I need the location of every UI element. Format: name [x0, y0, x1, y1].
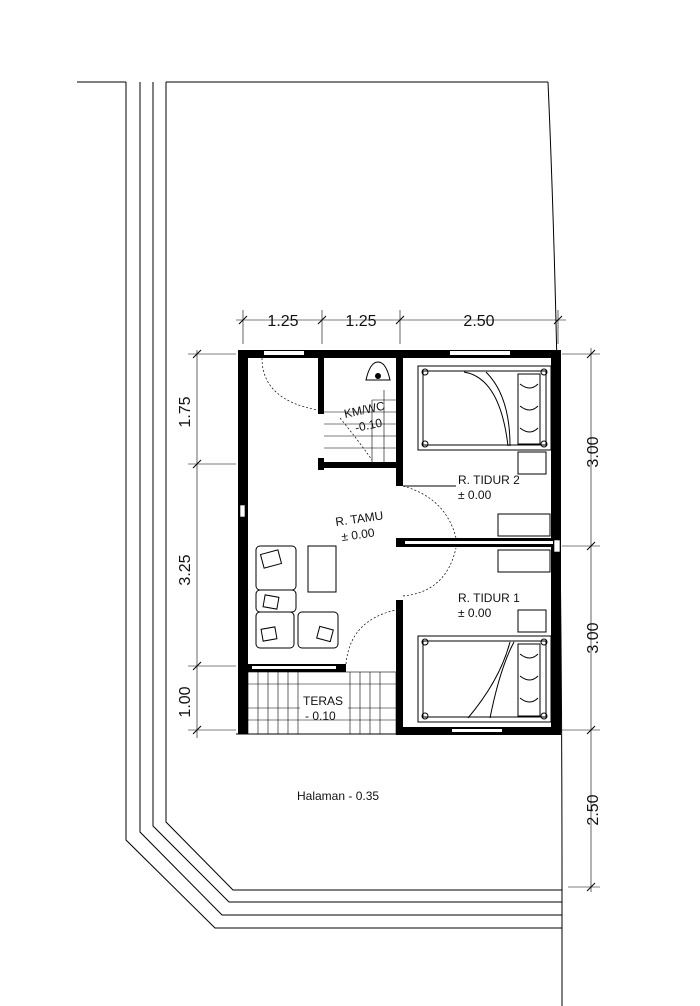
dim-right-1: 3.00	[585, 436, 602, 467]
dim-top-2: 1.25	[345, 313, 376, 330]
bed-2-icon	[417, 365, 552, 537]
dimension-left: 1.75 3.25 1.00	[177, 349, 236, 738]
dim-right-3: 2.50	[585, 794, 602, 825]
tamu-name: R. TAMU	[334, 508, 384, 529]
tidur2-level: ± 0.00	[458, 488, 492, 502]
teras-name: TERAS	[303, 694, 343, 708]
site-boundary	[77, 81, 563, 1006]
door-swings	[261, 357, 457, 665]
dimension-top: 1.25 1.25 2.50	[236, 310, 566, 344]
bed-1-icon	[417, 549, 552, 723]
teras-tiles	[236, 671, 400, 735]
room-labels: KM/WC -0.10 R. TIDUR 2 ± 0.00 R. TAMU ± …	[297, 399, 520, 803]
dimension-right: 3.00 3.00 2.50	[562, 348, 602, 892]
dim-top-3: 2.50	[463, 313, 494, 330]
halaman-label: Halaman - 0.35	[297, 789, 379, 803]
dim-left-1: 1.75	[177, 396, 194, 427]
walls	[238, 350, 561, 735]
dim-top-1: 1.25	[267, 313, 298, 330]
tidur1-level: ± 0.00	[458, 606, 492, 620]
dim-left-2: 3.25	[177, 554, 194, 585]
dim-left-3: 1.00	[177, 686, 194, 717]
tamu-level: ± 0.00	[340, 525, 375, 544]
kmwc-tiles	[324, 390, 396, 462]
tidur1-name: R. TIDUR 1	[458, 591, 520, 605]
teras-level: - 0.10	[305, 709, 336, 723]
tidur2-name: R. TIDUR 2	[458, 473, 520, 487]
dim-right-2: 3.00	[585, 622, 602, 653]
toilet-icon	[365, 361, 391, 381]
sofa-icon	[255, 545, 339, 649]
kmwc-level: -0.10	[354, 415, 384, 434]
